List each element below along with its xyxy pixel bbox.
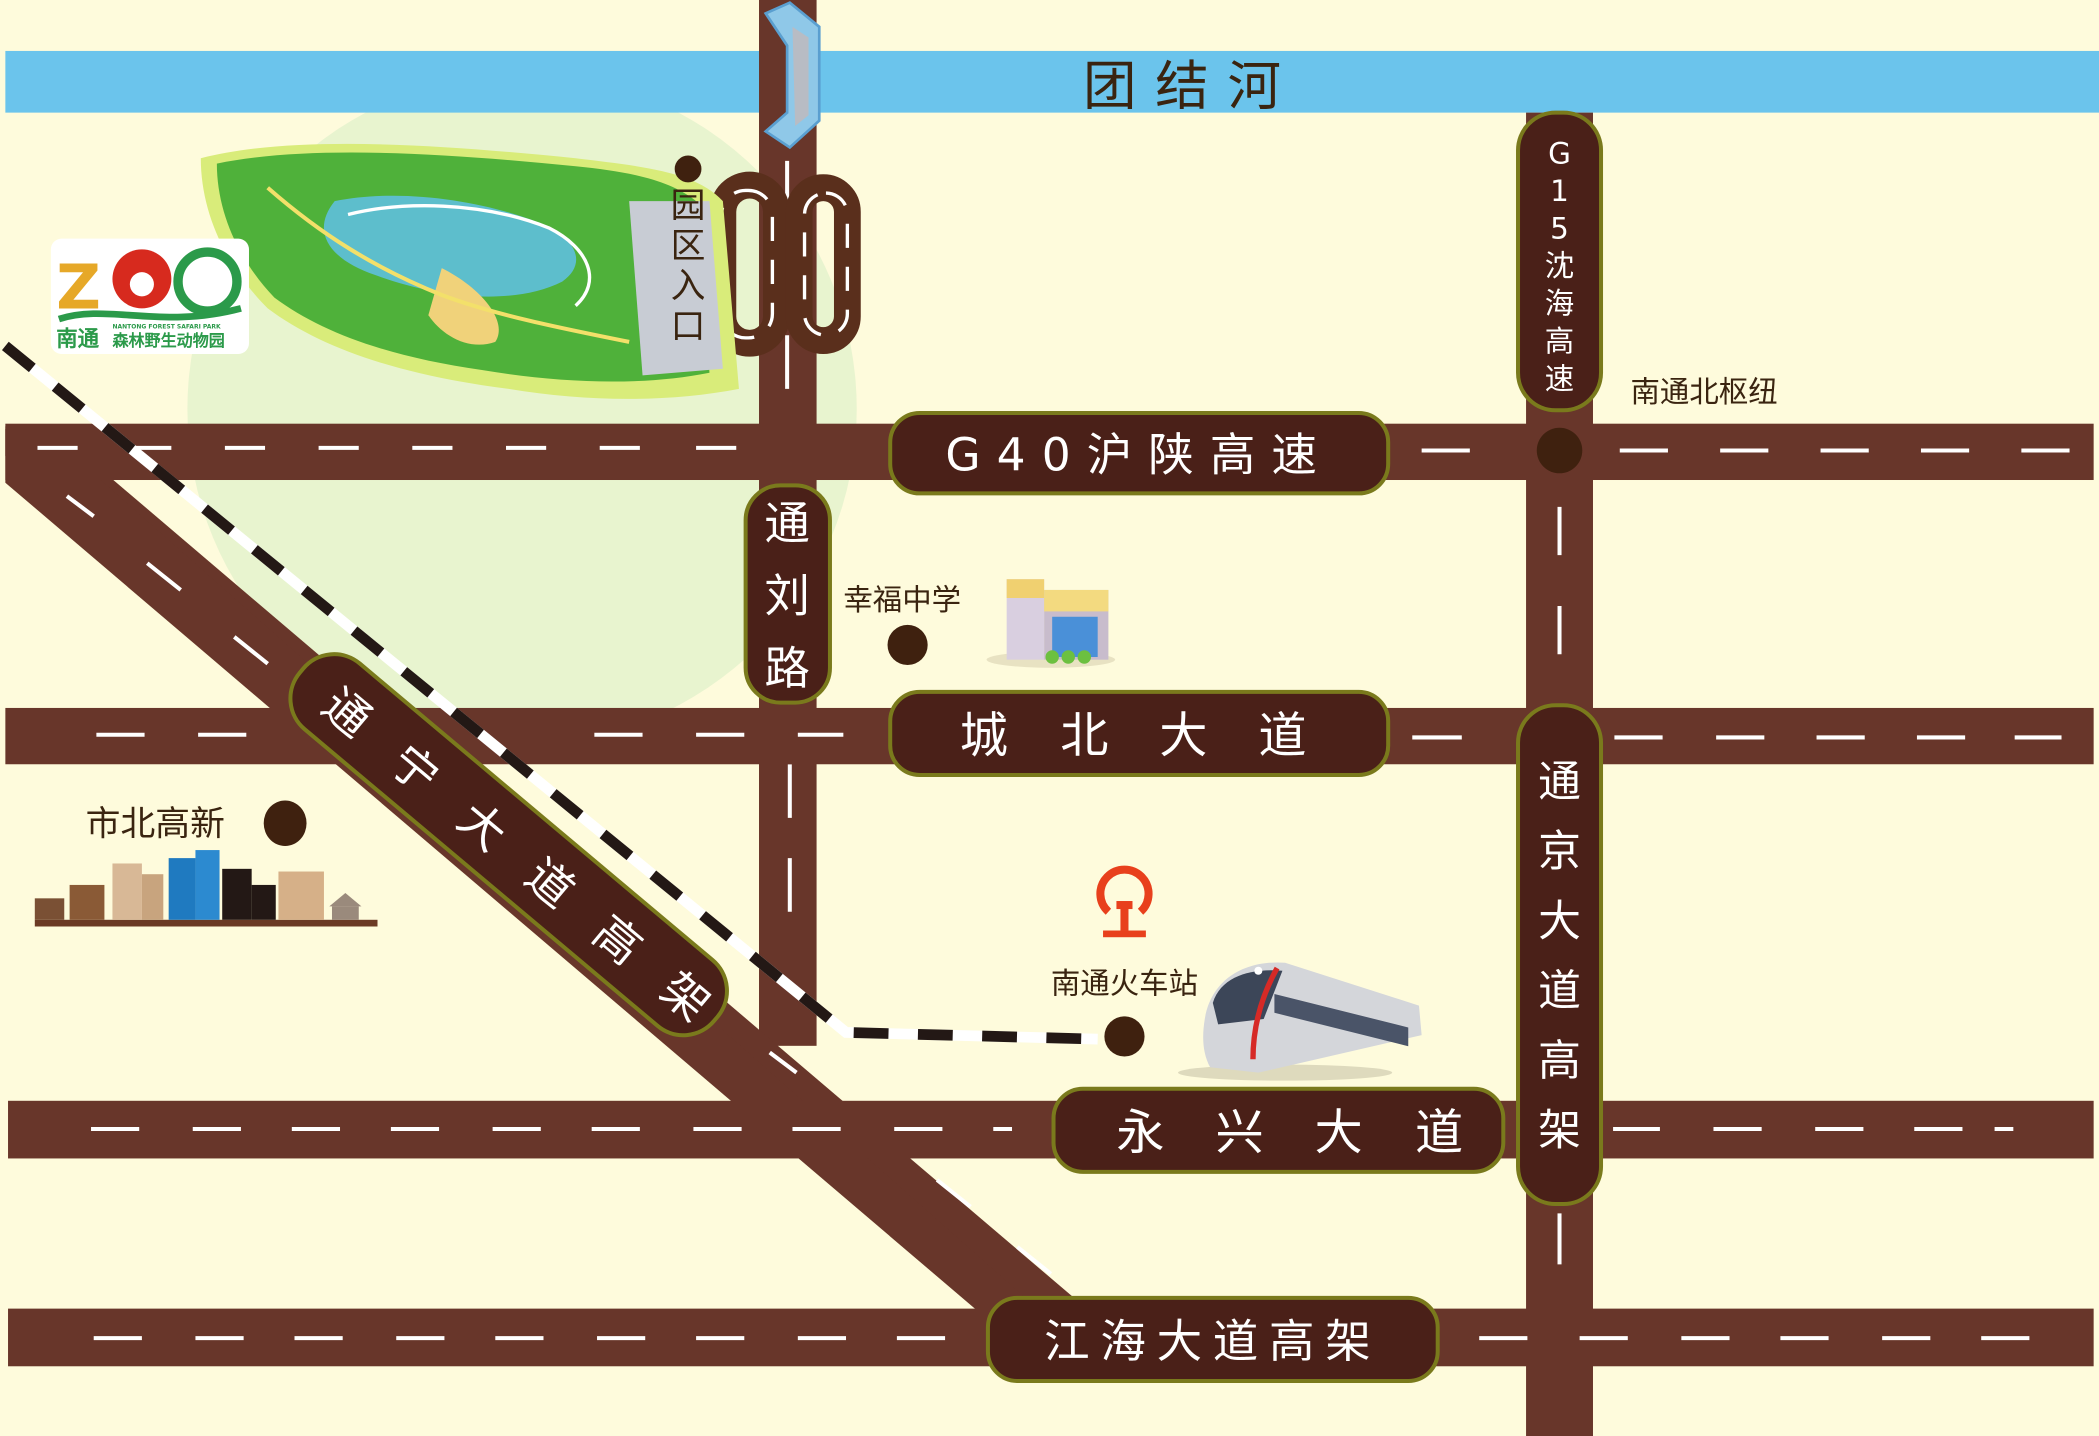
station-label: 南通火车站 <box>1051 967 1198 1001</box>
zoo-logo-cn-a: 南通 <box>56 327 99 352</box>
school-dot <box>887 624 928 666</box>
chengbei-char: 城 <box>960 708 1008 764</box>
tongliu-char: 路 <box>764 642 810 695</box>
tongliu-char: 通 <box>764 497 810 550</box>
station-dot <box>1104 1016 1145 1057</box>
yongxing-char: 道 <box>1415 1105 1463 1161</box>
poi-nantong-station[interactable]: 南通火车站 <box>1051 865 1422 1081</box>
hub-dot <box>1536 427 1583 474</box>
g15-label: G 1 5 沈 海 高 速 <box>1516 110 1604 413</box>
tongliu-label: 通 刘 路 <box>743 483 832 705</box>
poi-nantong-north-hub[interactable]: 南通北枢纽 <box>1536 375 1778 474</box>
zoo-park-map <box>200 143 739 399</box>
g15-char: 速 <box>1545 362 1574 396</box>
zoo-logo-en: NANTONG FOREST SAFARI PARK <box>112 323 221 330</box>
chengbei-char: 北 <box>1060 708 1108 764</box>
g15-char: 1 <box>1550 174 1569 208</box>
entrance-char: 园 <box>671 186 706 226</box>
g15-char: 5 <box>1550 212 1569 246</box>
poi-xingfu-school[interactable]: 幸福中学 <box>843 579 1116 668</box>
yongxing-label: 永 兴 大 道 <box>1051 1086 1506 1174</box>
chengbei-char: 道 <box>1258 708 1306 764</box>
tongjing-char: 道 <box>1538 967 1581 1017</box>
entrance-char: 区 <box>671 226 706 266</box>
school-building-icon <box>986 579 1116 668</box>
high-speed-train-icon <box>1178 962 1422 1081</box>
tongjing-label: 通 京 大 道 高 架 <box>1516 703 1604 1207</box>
g40-text: G40沪陕高速 <box>945 429 1333 482</box>
chengbei-label: 城 北 大 道 <box>888 689 1391 777</box>
school-label: 幸福中学 <box>843 583 961 617</box>
tongjing-char: 通 <box>1538 757 1581 807</box>
zoo-entrance-dot <box>674 155 702 183</box>
hub-label: 南通北枢纽 <box>1630 375 1777 409</box>
chengbei-char: 大 <box>1159 708 1207 764</box>
yongxing-char: 永 <box>1116 1105 1164 1161</box>
zoo-entrance[interactable]: 园 区 入 口 <box>671 155 706 347</box>
jianghai-label: 江海大道高架 <box>985 1295 1440 1384</box>
g15-char: 海 <box>1545 287 1574 321</box>
g40-label: G40沪陕高速 <box>888 410 1391 496</box>
city-skyline-icon <box>34 850 378 927</box>
china-railway-logo-icon <box>1096 865 1153 938</box>
tongning-label: 通 宁 大 道 高 架 <box>288 652 729 1038</box>
zoo-logo-cn-b: 森林野生动物园 <box>112 331 224 350</box>
railway <box>1 341 1098 1045</box>
g15-char: G <box>1548 137 1571 171</box>
road-yongxing <box>8 1100 2094 1159</box>
yongxing-char: 大 <box>1315 1105 1363 1161</box>
jianghai-text: 江海大道高架 <box>1044 1315 1381 1368</box>
g15-char: 沈 <box>1545 249 1574 283</box>
zoo-logo: Z 南通 森林野生动物园 NANTONG FOREST SAFARI PARK <box>50 238 249 354</box>
gaoxin-label: 市北高新 <box>86 804 225 844</box>
river-tuanjie <box>5 50 2099 113</box>
gaoxin-dot <box>263 800 307 847</box>
entrance-char: 口 <box>671 307 706 347</box>
poi-shibei-gaoxin[interactable]: 市北高新 <box>34 800 378 927</box>
g15-char: 高 <box>1545 324 1574 358</box>
yongxing-char: 兴 <box>1215 1105 1263 1161</box>
tongjing-char: 大 <box>1538 897 1581 947</box>
bridge <box>763 1 821 150</box>
tongjing-char: 架 <box>1538 1106 1581 1156</box>
entrance-char: 入 <box>671 267 706 307</box>
river-label: 团结河 <box>1083 55 1300 118</box>
tongjing-char: 京 <box>1538 827 1581 877</box>
tongjing-char: 高 <box>1538 1036 1581 1086</box>
tongliu-char: 刘 <box>764 569 810 622</box>
